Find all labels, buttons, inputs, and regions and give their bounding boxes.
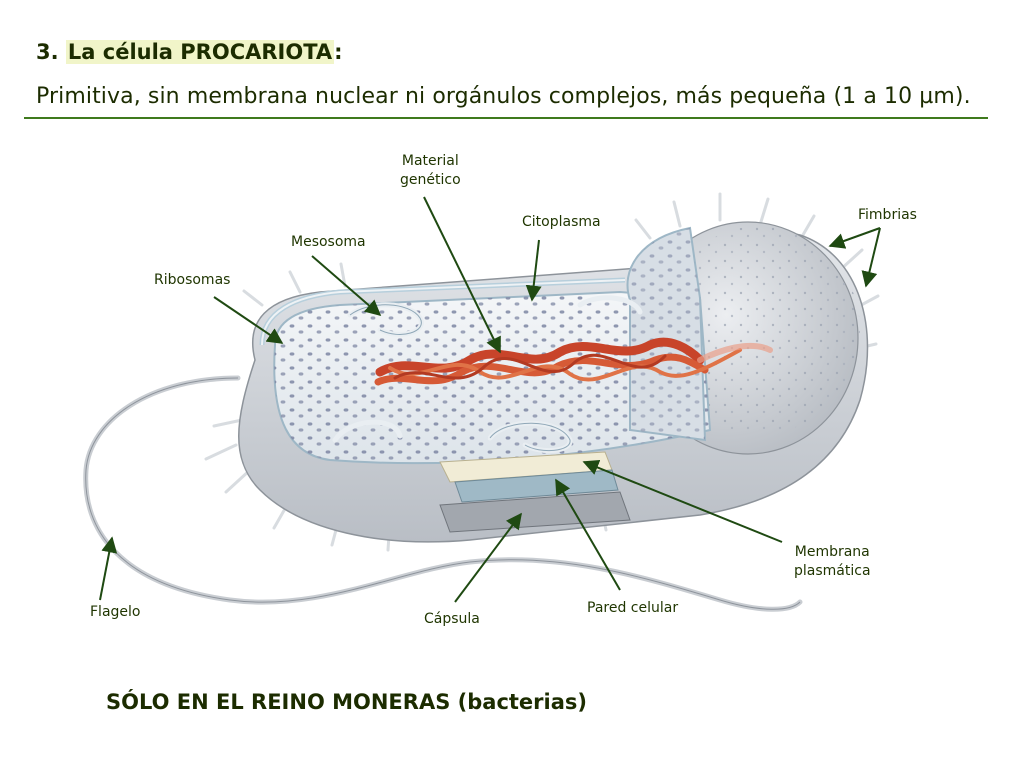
- arrow-citoplasma: [525, 239, 542, 302]
- arrow-material: [423, 196, 501, 354]
- label-flagelo: Flagelo: [90, 604, 141, 620]
- arrow-membrana: [582, 459, 783, 543]
- arrow-pared: [555, 478, 621, 591]
- page-subtitle: Primitiva, sin membrana nuclear ni orgán…: [36, 84, 971, 109]
- label-ribosomas: Ribosomas: [154, 272, 231, 288]
- title-number: 3.: [36, 40, 59, 64]
- label-material-line1: Material: [401, 153, 459, 169]
- label-citoplasma: Citoplasma: [522, 214, 601, 230]
- label-mesosoma: Mesosoma: [291, 234, 366, 250]
- label-membrana-line1: Membrana: [794, 544, 870, 560]
- arrow-mesosoma: [311, 255, 382, 317]
- label-material-line2: genético: [400, 172, 461, 188]
- cell-wall-layer: [454, 469, 619, 503]
- genetic-material: [374, 337, 773, 386]
- title-text: La célula PROCARIOTA: [65, 40, 335, 64]
- label-fimbrias: Fimbrias: [858, 207, 917, 223]
- arrow-fimbrias-2: [861, 227, 881, 288]
- arrow-ribosomas: [213, 296, 284, 344]
- title-colon: :: [334, 40, 343, 64]
- label-capsula: Cápsula: [424, 611, 480, 627]
- label-material-genetico: Material genético: [400, 152, 461, 190]
- arrow-capsula: [454, 512, 522, 603]
- label-membrana-line2: plasmática: [794, 563, 871, 579]
- footer-note: SÓLO EN EL REINO MONERAS (bacterias): [106, 690, 587, 714]
- label-membrana-plasmatica: Membrana plasmática: [794, 543, 871, 581]
- title-divider: [24, 117, 988, 119]
- arrow-flagelo: [99, 536, 118, 601]
- label-arrows: [99, 196, 881, 603]
- page-title: 3. La célula PROCARIOTA:: [36, 40, 343, 64]
- label-pared-celular: Pared celular: [587, 600, 679, 616]
- arrow-fimbrias-1: [828, 227, 881, 249]
